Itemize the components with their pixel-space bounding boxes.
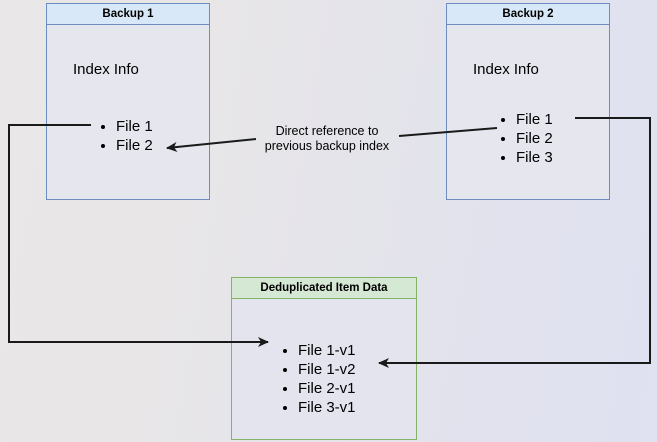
list-item: File 1-v2 bbox=[298, 360, 356, 379]
list-item: File 1 bbox=[516, 110, 553, 129]
list-item: File 3 bbox=[516, 148, 553, 167]
backup-2-file-list: File 1 File 2 File 3 bbox=[500, 110, 553, 167]
deduplicated-item-data-body: File 1-v1 File 1-v2 File 2-v1 File 3-v1 bbox=[232, 299, 416, 439]
backup-1-box[interactable]: Backup 1 Index Info File 1 File 2 bbox=[46, 3, 210, 200]
direct-reference-annotation: Direct reference to previous backup inde… bbox=[252, 124, 402, 154]
backup-1-file-list: File 1 File 2 bbox=[100, 117, 153, 155]
list-item: File 2-v1 bbox=[298, 379, 356, 398]
backup-1-body: Index Info File 1 File 2 bbox=[47, 25, 209, 199]
list-item: File 1-v1 bbox=[298, 341, 356, 360]
annotation-line-1: Direct reference to bbox=[275, 124, 379, 138]
annotation-line-2: previous backup index bbox=[264, 139, 390, 153]
deduplicated-item-data-box[interactable]: Deduplicated Item Data File 1-v1 File 1-… bbox=[231, 277, 417, 440]
deduplicated-item-data-title: Deduplicated Item Data bbox=[232, 278, 416, 299]
backup-1-heading: Index Info bbox=[73, 61, 139, 78]
backup-2-heading: Index Info bbox=[473, 61, 539, 78]
backup-2-body: Index Info File 1 File 2 File 3 bbox=[447, 25, 609, 199]
list-item: File 3-v1 bbox=[298, 398, 356, 417]
backup-2-title: Backup 2 bbox=[447, 4, 609, 25]
backup-2-box[interactable]: Backup 2 Index Info File 1 File 2 File 3 bbox=[446, 3, 610, 200]
list-item: File 2 bbox=[116, 136, 153, 155]
deduplicated-file-list: File 1-v1 File 1-v2 File 2-v1 File 3-v1 bbox=[282, 341, 356, 417]
list-item: File 1 bbox=[116, 117, 153, 136]
list-item: File 2 bbox=[516, 129, 553, 148]
backup-1-title: Backup 1 bbox=[47, 4, 209, 25]
